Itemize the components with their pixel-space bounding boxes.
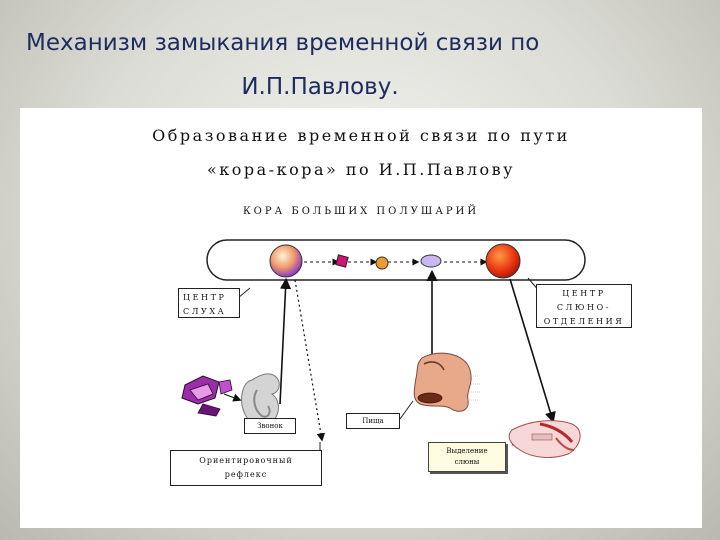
- hearing-center-line-2: СЛУХА: [183, 307, 227, 316]
- food-label-connector: [399, 400, 414, 420]
- salivation-efferent-arrow: [509, 278, 556, 424]
- salivation-center-line-2: СЛЮНО-: [556, 303, 612, 312]
- bell-label: Звонок: [244, 418, 296, 434]
- cortex-capsule: [206, 239, 586, 281]
- ear-illustration: [241, 373, 280, 427]
- transit-node-lilac: [420, 254, 442, 268]
- hearing-center-line-1: ЦЕНТР: [183, 293, 227, 302]
- salivation-center-label: ЦЕНТР СЛЮНО- ОТДЕЛЕНИЯ: [536, 284, 632, 328]
- salivation-center-line-3: ОТДЕЛЕНИЯ: [543, 317, 625, 326]
- slide-title-line-2: И.П.Павлову.: [241, 74, 399, 100]
- salivation-output-label: Выделение слюны: [428, 442, 506, 472]
- slide-title-line-1: Механизм замыкания временной связи по: [26, 30, 540, 56]
- slide-title: Механизм замыкания временной связи по И.…: [0, 0, 720, 108]
- hearing-label-connector: [237, 287, 251, 299]
- salivation-center-line-1: ЦЕНТР: [562, 289, 606, 298]
- salivation-center-node: [485, 243, 521, 279]
- scheme-graphics: [181, 239, 586, 458]
- cortex-label: КОРА БОЛЬШИХ ПОЛУШАРИЙ: [242, 206, 480, 217]
- salivary-gland-illustration: [508, 420, 581, 458]
- orienting-reflex-label: Ориентировочный рефлекс: [170, 450, 322, 486]
- diagram-panel: Образование временной связи по пути «кор…: [20, 108, 702, 528]
- hearing-center-label: ЦЕНТР СЛУХА: [178, 288, 240, 318]
- hearing-center-node: [269, 244, 303, 278]
- food-label: Пища: [346, 413, 400, 429]
- transit-node-magenta: [335, 254, 349, 268]
- bell-afferent-arrow: [279, 277, 292, 405]
- head-illustration: [413, 352, 480, 412]
- bell-illustration: [181, 375, 242, 417]
- diagram-title-line-2: «кора-кора» по И.П.Павлову: [206, 160, 516, 179]
- orienting-efferent-arrow: [294, 279, 326, 442]
- transit-node-orange: [375, 256, 389, 270]
- diagram-title-line-1: Образование временной связи по пути: [152, 126, 570, 145]
